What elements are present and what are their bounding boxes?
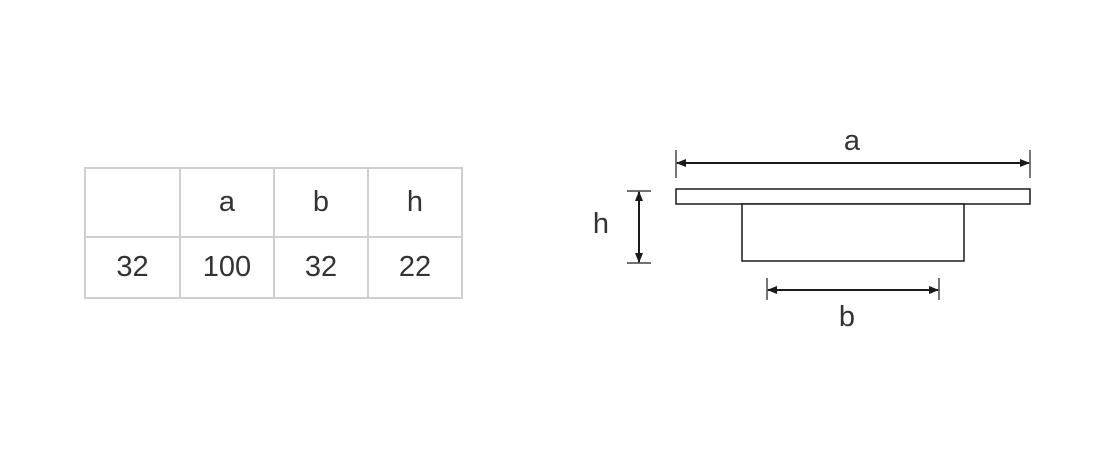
dimension-h-label: h: [593, 208, 609, 240]
dimension-b: b: [766, 278, 940, 333]
table-value-row: 32 100 32 22: [84, 236, 463, 299]
value-cell-h: 22: [367, 236, 463, 299]
flange-plate: [675, 188, 1031, 205]
header-cell-h: h: [367, 167, 463, 238]
header-cell-a: a: [179, 167, 275, 238]
header-cell-b: b: [273, 167, 369, 238]
dimension-a: a: [675, 125, 1031, 178]
header-cell-empty: [84, 167, 181, 238]
value-cell-size: 32: [84, 236, 181, 299]
dimension-b-label: b: [839, 301, 855, 333]
dimension-h: h: [593, 190, 651, 264]
table-header-row: a b h: [84, 167, 463, 238]
value-cell-b: 32: [273, 236, 369, 299]
value-cell-a: 100: [179, 236, 275, 299]
dimension-a-label: a: [844, 125, 861, 157]
dimension-table: a b h 32 100 32 22: [84, 167, 463, 299]
flange-neck: [741, 203, 965, 262]
